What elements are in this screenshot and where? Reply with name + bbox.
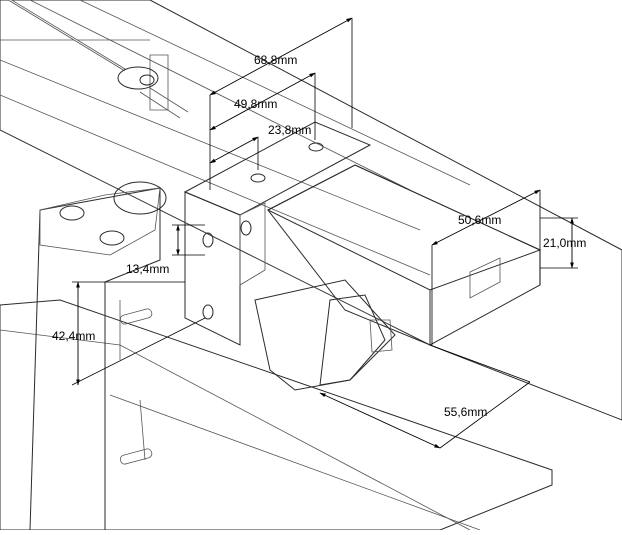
dim-label-23-8: 23,8mm: [268, 123, 311, 137]
base-plate: [0, 299, 553, 531]
dim-label-21-0: 21,0mm: [543, 236, 586, 250]
channel-beam: [266, 164, 542, 346]
dim-label-55-6: 55,6mm: [444, 405, 487, 419]
support-block: [254, 279, 396, 391]
dim-label-13-4: 13,4mm: [126, 262, 169, 276]
angle-bracket: [183, 121, 372, 346]
dim-label-68-8: 68,8mm: [254, 53, 297, 67]
dim-label-42-4: 42,4mm: [52, 329, 95, 343]
dim-label-50-6: 50,6mm: [458, 213, 501, 227]
upper-rail: [0, 0, 622, 421]
dim-label-49-8: 49,8mm: [234, 97, 277, 111]
dimension-lines: [71, 17, 578, 449]
cable-assembly: [9, 0, 189, 119]
vertical-panel: [29, 181, 167, 531]
